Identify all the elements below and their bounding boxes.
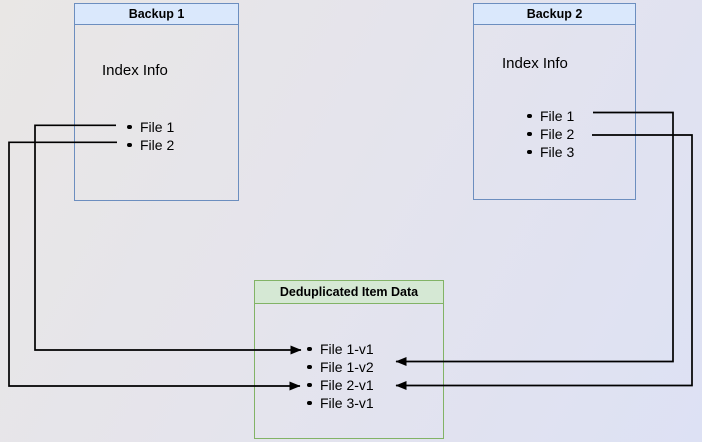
list-item: File 1-v2 <box>307 358 374 376</box>
list-item: File 1 <box>127 118 174 136</box>
list-item: File 1 <box>527 107 574 125</box>
list-item: File 2 <box>127 136 174 154</box>
list-item: File 2 <box>527 125 574 143</box>
list-item: File 2-v1 <box>307 376 374 394</box>
list-item: File 3-v1 <box>307 394 374 412</box>
backup2-title: Backup 2 <box>474 4 635 25</box>
list-item: File 3 <box>527 143 574 161</box>
list-item: File 1-v1 <box>307 340 374 358</box>
backup2-index-info-label: Index Info <box>502 55 568 72</box>
backup1-title: Backup 1 <box>75 4 238 25</box>
dedup-title: Deduplicated Item Data <box>255 281 443 304</box>
backup1-index-info-label: Index Info <box>102 62 168 79</box>
